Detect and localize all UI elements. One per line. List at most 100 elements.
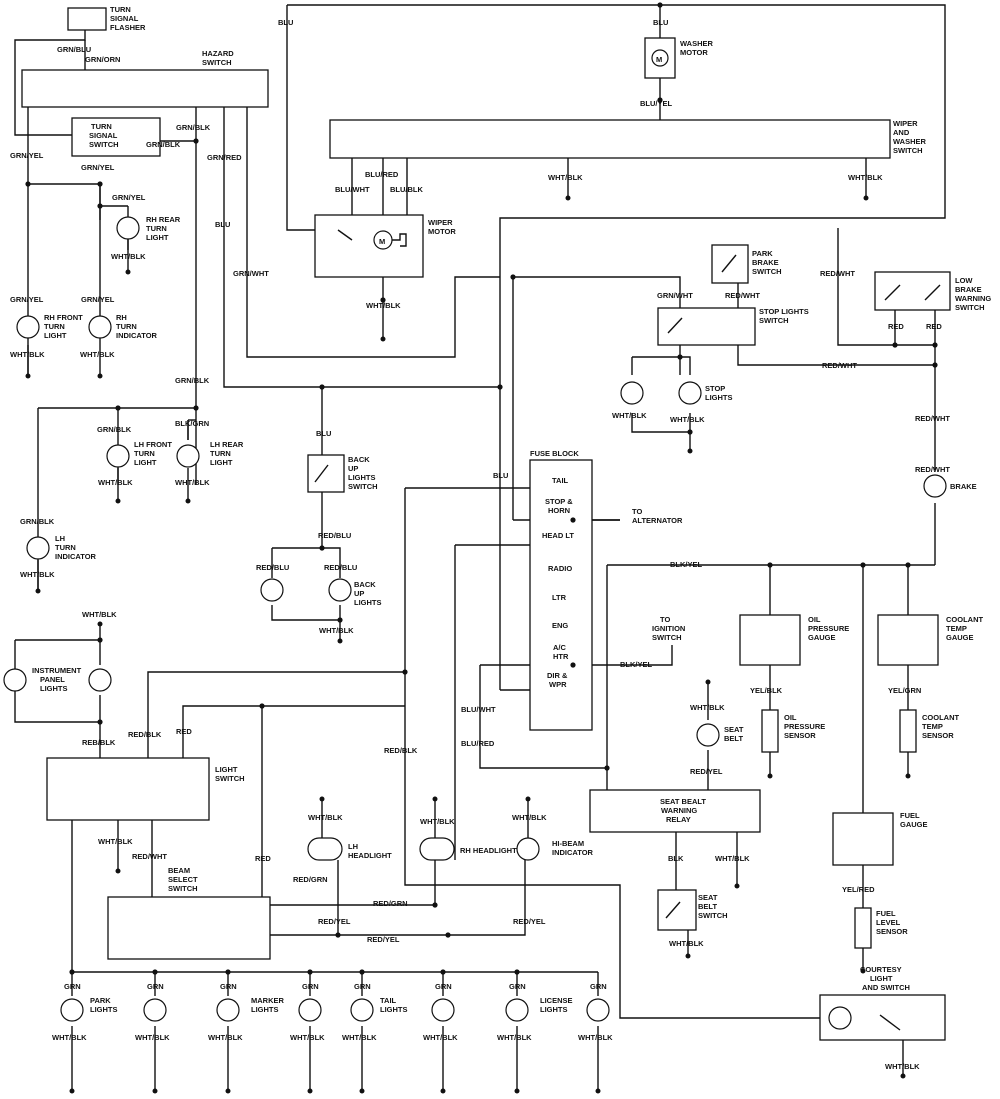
- wire-label: RED/BLU: [324, 563, 357, 572]
- oil-pressure-gauge: [739, 614, 801, 666]
- fuel-level-sensor-label: SENSOR: [876, 927, 908, 936]
- hi-beam-bulb-icon: [516, 837, 540, 861]
- wire-label: GRN: [509, 982, 526, 991]
- wire-label: YEL/GRN: [888, 686, 921, 695]
- low-brake-switch-blade-2: [924, 284, 941, 301]
- license-light-bulb-2-icon: [505, 998, 529, 1022]
- seat-belt-relay-label: SEAT BEALT: [660, 797, 706, 806]
- wire-label: RED/BLK: [128, 730, 162, 739]
- wire-label: WHT/BLK: [366, 301, 401, 310]
- to-ignition-switch-label: IGNITION: [652, 624, 685, 633]
- fuel-gauge-label: GAUGE: [900, 820, 928, 829]
- beam-select-switch-label: SELECT: [168, 875, 198, 884]
- wiper-washer-switch-label: WIPER: [893, 119, 918, 128]
- wire-labels: GRN/BLU GRN/ORN GRN/BLK GRN/BLK GRN/YEL …: [10, 18, 950, 1071]
- wire-label: BLK/YEL: [620, 660, 653, 669]
- wire-label: BLK/YEL: [670, 560, 703, 569]
- park-brake-switch: [711, 244, 749, 284]
- wire-label: RED/YEL: [367, 935, 400, 944]
- rh-turn-indicator-label: RH: [116, 313, 127, 322]
- ground-icon: [319, 796, 325, 802]
- stop-lights-switch-label: SWITCH: [759, 316, 789, 325]
- wire-label: RED: [926, 322, 942, 331]
- wire-label: WHT/BLK: [497, 1033, 532, 1042]
- ground-icon: [860, 968, 866, 974]
- marker-lights-label: MARKER: [251, 996, 284, 1005]
- back-up-lights-switch: [307, 454, 345, 493]
- wire-label: WHT/BLK: [10, 350, 45, 359]
- back-up-light-bulb-2-icon: [328, 578, 352, 602]
- ground-icon: [25, 373, 31, 379]
- washer-motor-label: WASHER: [680, 39, 714, 48]
- park-lights-label: LIGHTS: [90, 1005, 118, 1014]
- wire-label: RED/WHT: [132, 852, 167, 861]
- fuse-block-label: FUSE BLOCK: [530, 449, 579, 458]
- wire-label: WHT/BLK: [308, 813, 343, 822]
- ground-icon: [307, 1088, 313, 1094]
- oil-pressure-sensor-label: SENSOR: [784, 731, 816, 740]
- wire-label: RED/BLK: [384, 746, 418, 755]
- ground-icon: [440, 1088, 446, 1094]
- wire-label: GRN: [220, 982, 237, 991]
- wire-label: WHT/BLK: [612, 411, 647, 420]
- wire-label: RED: [255, 854, 271, 863]
- wire-label: BLU: [653, 18, 668, 27]
- light-switch-label: SWITCH: [215, 774, 245, 783]
- park-brake-switch-label: BRAKE: [752, 258, 779, 267]
- washer-motor-symbol: M: [656, 55, 662, 64]
- rh-front-turn-light-label: LIGHT: [44, 331, 67, 340]
- turn-signal-flasher-label: TURN: [110, 5, 131, 14]
- stop-lights-switch-label: STOP LIGHTS: [759, 307, 809, 316]
- wire-label: BLU: [493, 471, 508, 480]
- rh-front-turn-light-label: RH FRONT: [44, 313, 83, 322]
- wiper-washer-switch: [329, 119, 891, 159]
- coolant-temp-gauge-label: GAUGE: [946, 633, 974, 642]
- lh-front-turn-bulb-icon: [106, 444, 130, 468]
- bulb-icons: [3, 216, 947, 1030]
- stop-lights-label: LIGHTS: [705, 393, 733, 402]
- light-switch: [46, 757, 210, 821]
- license-light-bulb-3-icon: [586, 998, 610, 1022]
- wire-label: WHT/BLK: [175, 478, 210, 487]
- turn-signal-flasher-label: SIGNAL: [110, 14, 139, 23]
- wire-label: RED: [888, 322, 904, 331]
- turn-signal-flasher-label: FLASHER: [110, 23, 146, 32]
- component-labels: TURN SIGNAL FLASHER HAZARD SWITCH TURN S…: [32, 5, 991, 1014]
- instrument-light-bulb-1-icon: [3, 668, 27, 692]
- hazard-switch: [21, 69, 269, 108]
- wire-label: GRN: [435, 982, 452, 991]
- ground-icon: [185, 498, 191, 504]
- wire-label: REB/BLK: [82, 738, 116, 747]
- wire-label: RED: [176, 727, 192, 736]
- license-light-bulb-1-icon: [431, 998, 455, 1022]
- instrument-panel-lights-label: LIGHTS: [40, 684, 68, 693]
- back-up-lights-label: LIGHTS: [354, 598, 382, 607]
- rh-headlight-label: RH HEADLIGHT: [460, 846, 517, 855]
- lh-turn-indicator-label: TURN: [55, 543, 76, 552]
- oil-pressure-gauge-label: GAUGE: [808, 633, 836, 642]
- wire-label: GRN/WHT: [233, 269, 269, 278]
- wire-label: WHT/BLK: [548, 173, 583, 182]
- wire-label: GRN: [147, 982, 164, 991]
- beam-select-switch-label: BEAM: [168, 866, 190, 875]
- lh-headlight-icon: [307, 837, 343, 861]
- wire-label: WHT/BLK: [208, 1033, 243, 1042]
- marker-light-bulb-2-icon: [216, 998, 240, 1022]
- lh-headlight-label: HEADLIGHT: [348, 851, 392, 860]
- lh-rear-turn-light-label: LIGHT: [210, 458, 233, 467]
- wiper-motor-label: MOTOR: [428, 227, 456, 236]
- wire-label: GRN/BLK: [97, 425, 132, 434]
- wire-label: WHT/BLK: [52, 1033, 87, 1042]
- wire-label: WHT/BLK: [20, 570, 55, 579]
- back-up-lights-label: UP: [354, 589, 364, 598]
- hazard-switch-label: SWITCH: [202, 58, 232, 67]
- ground-icon: [734, 883, 740, 889]
- back-up-light-bulb-1-icon: [260, 578, 284, 602]
- wire-label: GRN/WHT: [657, 291, 693, 300]
- stop-lights-switch: [657, 307, 756, 346]
- lh-front-turn-light-label: TURN: [134, 449, 155, 458]
- wire-label: BLK/GRN: [175, 419, 209, 428]
- stop-lights-label: STOP: [705, 384, 725, 393]
- motor-icons: M M: [373, 49, 669, 250]
- hi-beam-indicator-label: INDICATOR: [552, 848, 594, 857]
